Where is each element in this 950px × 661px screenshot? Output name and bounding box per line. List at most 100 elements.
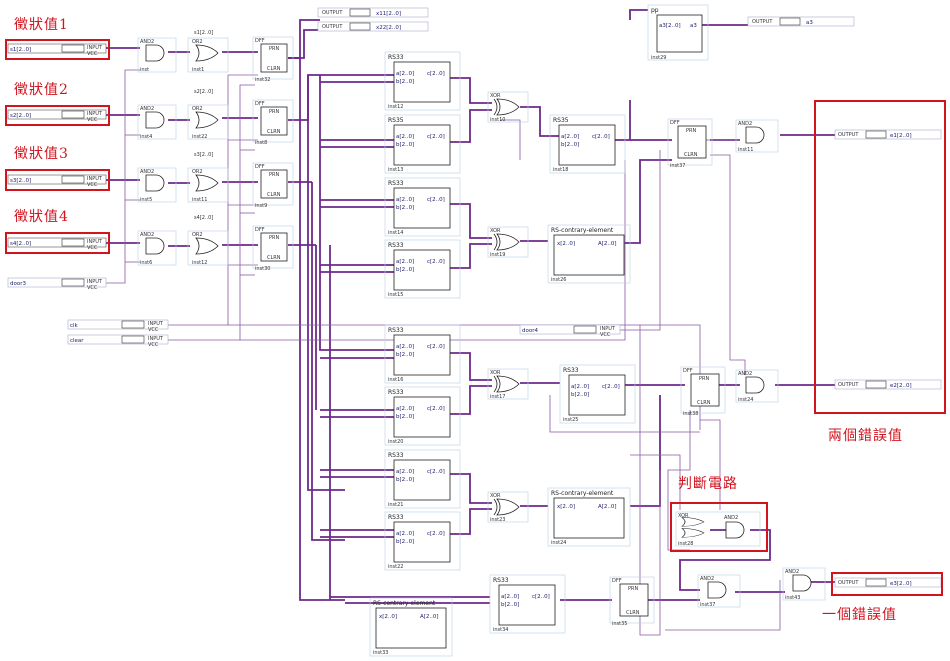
svg-text:AND2: AND2: [785, 569, 799, 575]
svg-text:inst24: inst24: [551, 540, 567, 546]
xor-gate-4[interactable]: XOR inst23: [487, 491, 529, 523]
and-gate-6[interactable]: AND2 inst24: [735, 369, 779, 403]
input-pin-s4[interactable]: s4[2..0] INPUT VCC: [7, 237, 107, 251]
svg-text:inst11: inst11: [192, 197, 208, 203]
svg-text:c[2..0]: c[2..0]: [532, 594, 550, 600]
svg-text:PRN: PRN: [686, 128, 696, 134]
svg-text:inst37: inst37: [700, 602, 716, 608]
pp-block[interactable]: pp a3[2..0] a3 inst29: [647, 4, 709, 61]
dff-5[interactable]: DFF PRN CLRN inst37: [667, 118, 713, 169]
svg-text:RS33: RS33: [563, 367, 579, 374]
svg-text:c[2..0]: c[2..0]: [427, 197, 445, 203]
input-pin-door3[interactable]: door3 INPUT VCC: [7, 277, 107, 291]
svg-text:inst25: inst25: [563, 417, 579, 423]
svg-text:INPUT: INPUT: [87, 45, 103, 51]
and-gate-8[interactable]: AND2 inst43: [782, 567, 826, 601]
svg-text:a[2..0]: a[2..0]: [396, 259, 414, 265]
svg-text:AND2: AND2: [738, 371, 752, 377]
rs35-block-2[interactable]: RS35 a[2..0] b[2..0] c[2..0] inst18: [549, 114, 626, 174]
output-pin-top1[interactable]: OUTPUT x11[2..0]: [317, 7, 429, 18]
output-pin-e3[interactable]: OUTPUT e3[2..0]: [834, 577, 942, 588]
svg-text:inst12: inst12: [388, 104, 404, 110]
dff-1[interactable]: DFF PRN CLRN inst32: [252, 36, 294, 83]
svg-text:RS33: RS33: [388, 514, 404, 521]
svg-text:s1[2..0]: s1[2..0]: [194, 30, 213, 36]
rs33-block-1[interactable]: RS33 a[2..0] b[2..0] c[2..0] inst12: [384, 51, 461, 111]
rs33-block-4[interactable]: RS33 a[2..0] b[2..0] c[2..0] inst16: [384, 324, 461, 384]
and-gate-5[interactable]: AND2 inst11: [735, 119, 779, 153]
svg-text:a3[2..0]: a3[2..0]: [659, 23, 681, 29]
svg-text:x22[2..0]: x22[2..0]: [376, 25, 401, 31]
rs35-block-1[interactable]: RS35 a[2..0] b[2..0] c[2..0] inst13: [384, 114, 461, 174]
label-input-2: 徵狀值2: [14, 82, 69, 98]
svg-text:DFF: DFF: [670, 120, 680, 126]
highlight-two-errors: [814, 100, 946, 414]
svg-text:VCC: VCC: [87, 285, 98, 291]
contrary-element-3[interactable]: RS-contrary-element x[2..0] A[2..0] inst…: [369, 597, 453, 657]
svg-text:DFF: DFF: [612, 578, 622, 584]
and-gate-4[interactable]: AND2 inst6: [137, 230, 177, 266]
and-gate-7[interactable]: AND2 inst37: [697, 574, 741, 608]
output-pin-a3[interactable]: OUTPUT a3: [747, 16, 855, 27]
dff-7[interactable]: DFF PRN CLRN inst35: [609, 576, 655, 627]
output-pin-top2[interactable]: OUTPUT x22[2..0]: [317, 21, 429, 32]
svg-text:a[2..0]: a[2..0]: [396, 134, 414, 140]
svg-text:a[2..0]: a[2..0]: [396, 406, 414, 412]
output-pin-e2[interactable]: OUTPUT e2[2..0]: [834, 379, 942, 390]
xor-gate-3[interactable]: XOR inst17: [487, 368, 529, 400]
input-pin-clk[interactable]: clk INPUT VCC: [67, 319, 169, 333]
or-gate-2[interactable]: OR2 inst22 s2[2..0]: [187, 89, 229, 140]
svg-text:inst4: inst4: [140, 134, 152, 140]
dff-6[interactable]: DFF PRN CLRN inst38: [680, 366, 726, 417]
svg-text:VCC: VCC: [87, 117, 98, 123]
dff-2[interactable]: DFF PRN CLRN inst8: [252, 99, 294, 146]
rs33-block-9[interactable]: RS33 a[2..0] b[2..0] c[2..0] inst34: [489, 574, 566, 634]
svg-text:x[2..0]: x[2..0]: [557, 241, 575, 247]
and-gate-2[interactable]: AND2 inst4: [137, 104, 177, 140]
dff-3[interactable]: DFF PRN CLRN inst9: [252, 162, 294, 209]
or-gate-4[interactable]: OR2 inst12 s4[2..0]: [187, 215, 229, 266]
svg-text:x[2..0]: x[2..0]: [557, 504, 575, 510]
and-gate-3[interactable]: AND2 inst5: [137, 167, 177, 203]
svg-text:INPUT: INPUT: [148, 321, 164, 327]
rs33-block-2[interactable]: RS33 a[2..0] b[2..0] c[2..0] inst14: [384, 177, 461, 237]
svg-text:DFF: DFF: [255, 164, 265, 170]
input-pin-s2[interactable]: s2[2..0] INPUT VCC: [7, 109, 107, 123]
svg-text:x11[2..0]: x11[2..0]: [376, 11, 401, 17]
svg-text:VCC: VCC: [148, 327, 159, 333]
contrary-element-2[interactable]: RS-contrary-element x[2..0] A[2..0] inst…: [547, 487, 631, 547]
rs33-block-7[interactable]: RS33 a[2..0] b[2..0] c[2..0] inst22: [384, 511, 461, 571]
rs33-block-8[interactable]: RS33 a[2..0] b[2..0] c[2..0] inst25: [559, 364, 636, 424]
rs33-block-5[interactable]: RS33 a[2..0] b[2..0] c[2..0] inst20: [384, 386, 461, 446]
svg-text:CLRN: CLRN: [626, 610, 640, 616]
dff-4[interactable]: DFF PRN CLRN inst30: [252, 225, 294, 272]
svg-text:OR2: OR2: [192, 169, 203, 175]
svg-text:c[2..0]: c[2..0]: [427, 259, 445, 265]
highlight-one-error: [831, 572, 943, 596]
svg-text:e3[2..0]: e3[2..0]: [890, 581, 912, 587]
rs33-block-6[interactable]: RS33 a[2..0] b[2..0] c[2..0] inst21: [384, 449, 461, 509]
output-pin-e1[interactable]: OUTPUT e1[2..0]: [834, 129, 942, 140]
or-gate-1[interactable]: OR2 inst1 s1[2..0]: [187, 30, 229, 73]
and-gate-1[interactable]: AND2 inst: [137, 37, 177, 73]
svg-text:x[2..0]: x[2..0]: [379, 614, 397, 620]
input-pin-s3[interactable]: s3[2..0] INPUT VCC: [7, 174, 107, 188]
svg-text:INPUT: INPUT: [87, 239, 103, 245]
label-input-3: 徵狀值3: [14, 146, 69, 162]
svg-text:clk: clk: [70, 323, 79, 329]
svg-text:c[2..0]: c[2..0]: [427, 134, 445, 140]
input-pin-s1[interactable]: s1[2..0] INPUT VCC: [7, 43, 107, 57]
svg-text:inst24: inst24: [738, 397, 754, 403]
svg-text:a[2..0]: a[2..0]: [501, 594, 519, 600]
svg-text:CLRN: CLRN: [267, 129, 281, 135]
contrary-element-1[interactable]: RS-contrary-element x[2..0] A[2..0] inst…: [547, 224, 631, 284]
judge-circuit-gates[interactable]: XOR AND2 inst28: [675, 511, 761, 547]
svg-text:inst29: inst29: [651, 55, 667, 61]
input-pin-clear[interactable]: clear INPUT VCC: [67, 334, 169, 348]
input-pin-door4[interactable]: door4 INPUT VCC: [519, 324, 621, 338]
xor-gate-1[interactable]: XOR inst10: [487, 91, 529, 123]
svg-text:s3[2..0]: s3[2..0]: [194, 152, 213, 158]
or-gate-3[interactable]: OR2 inst11 s3[2..0]: [187, 152, 229, 203]
rs33-block-3[interactable]: RS33 a[2..0] b[2..0] c[2..0] inst15: [384, 239, 461, 299]
xor-gate-2[interactable]: XOR inst19: [487, 226, 529, 258]
